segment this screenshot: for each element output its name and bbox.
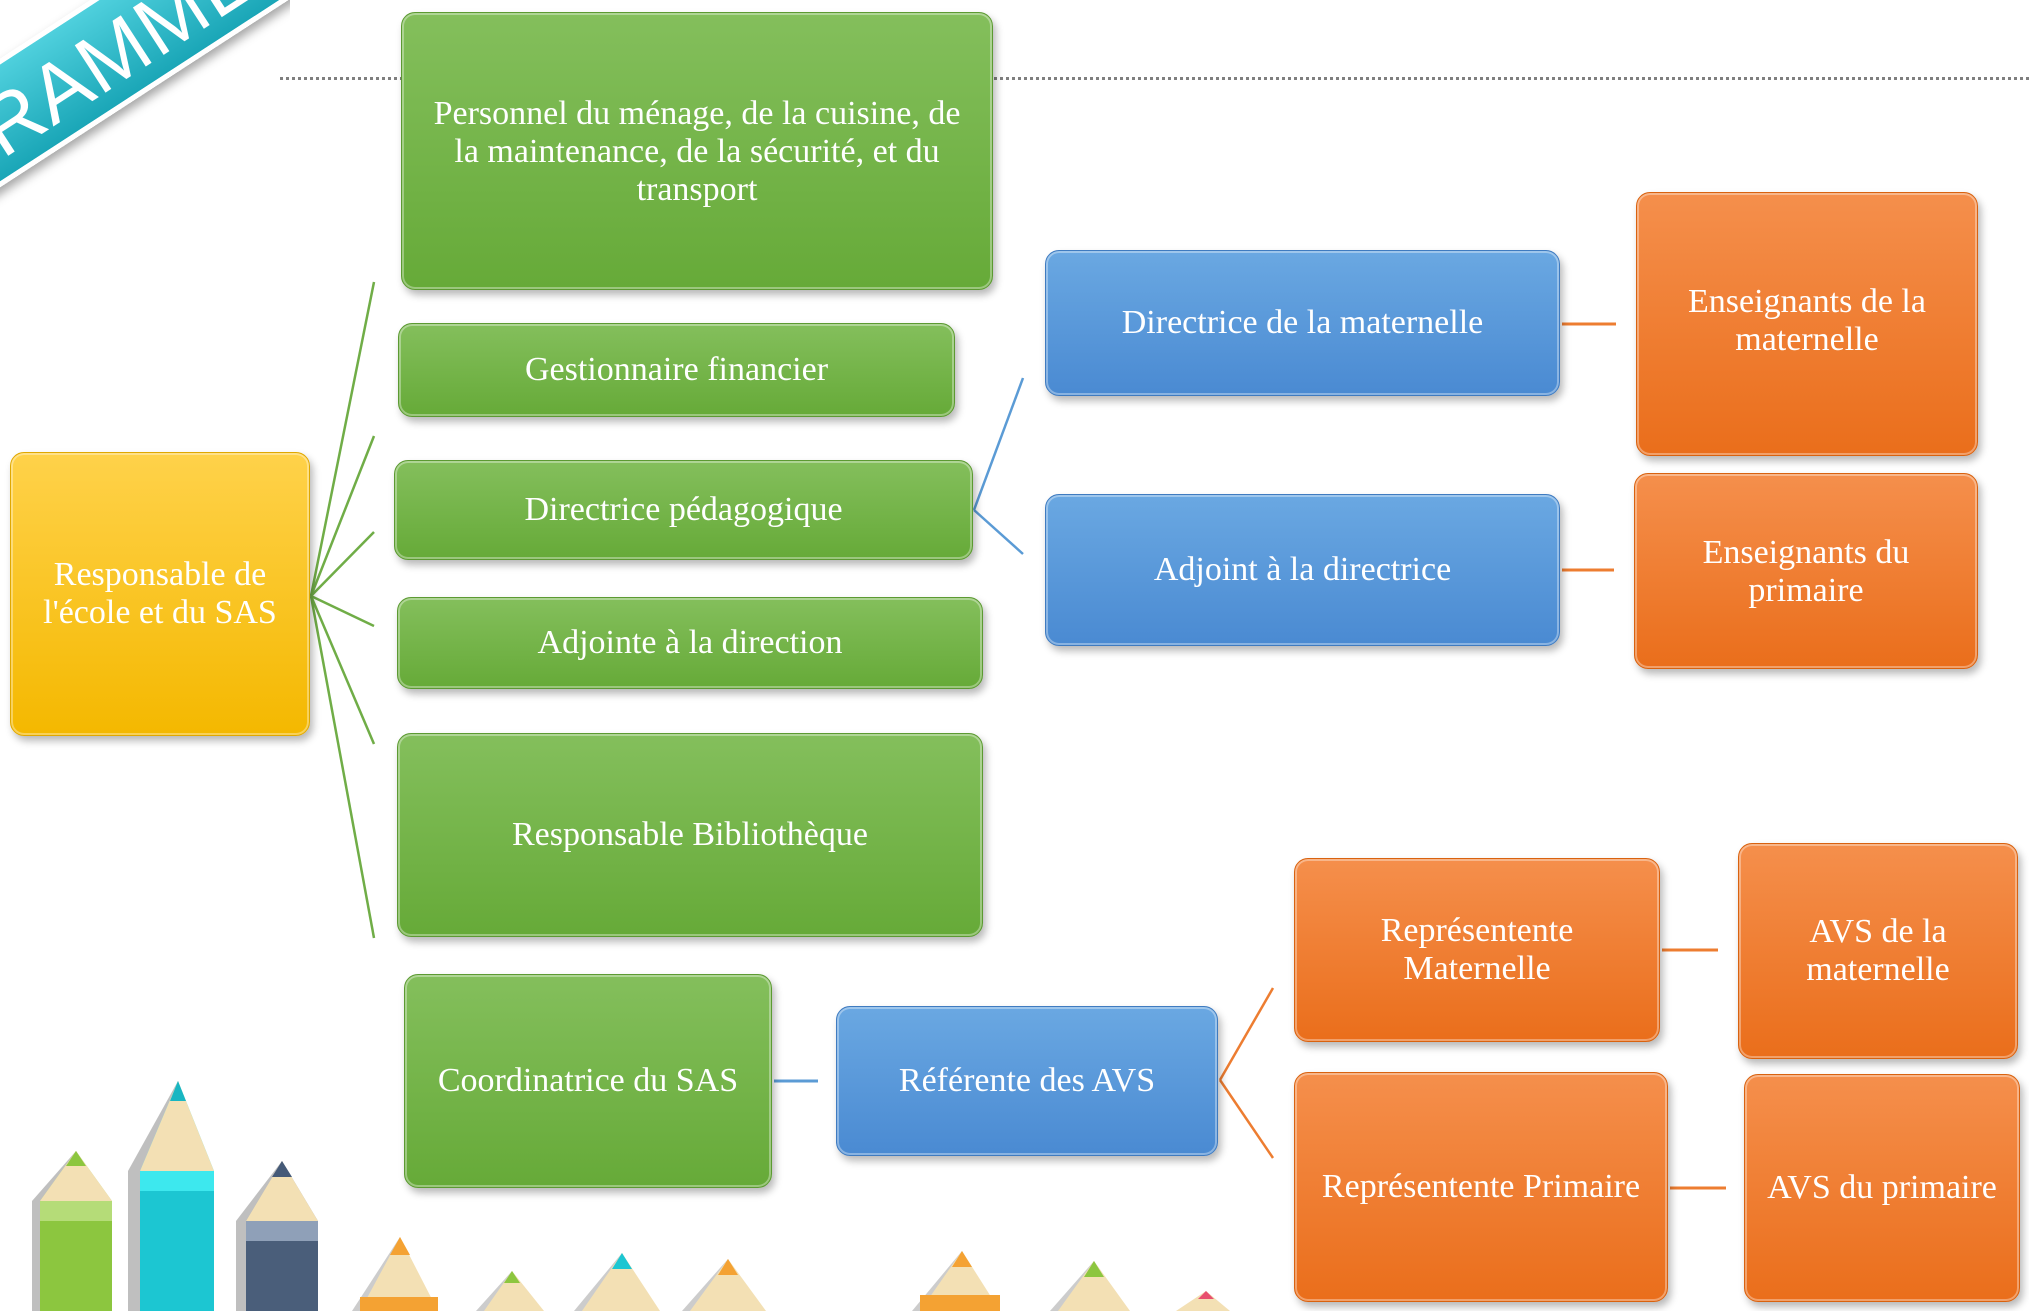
- pencil-icon: [1176, 1291, 1230, 1311]
- gestionnaire-node: Gestionnaire financier: [398, 323, 955, 417]
- menage-node: Personnel du ménage, de la cuisine, de l…: [401, 12, 993, 290]
- avs-primaire-label: AVS du primaire: [1767, 1169, 1997, 1206]
- avs-connectors: [1662, 948, 1726, 1190]
- enseignants-primaire-label: Enseignants du primaire: [1702, 534, 1910, 609]
- avs-primaire-node: AVS du primaire: [1744, 1074, 2020, 1302]
- avs-maternelle-label: AVS de la maternelle: [1806, 913, 1950, 988]
- adjoint-directrice-node: Adjoint à la directrice: [1045, 494, 1560, 646]
- pencil-icon: [1050, 1261, 1130, 1311]
- coordinatrice-node: Coordinatrice du SAS: [404, 974, 772, 1188]
- root-label: Responsable de l'école et du SAS: [43, 556, 277, 631]
- menage-label: Personnel du ménage, de la cuisine, de l…: [433, 95, 961, 208]
- pencil-icon: [32, 1151, 112, 1311]
- pencil-icon: [912, 1251, 1000, 1311]
- title-dotted-rule: [280, 77, 2029, 80]
- gestionnaire-label: Gestionnaire financier: [524, 351, 829, 388]
- pencil-icon: [476, 1271, 544, 1311]
- coordinatrice-label: Coordinatrice du SAS: [437, 1062, 739, 1099]
- referente-label: Référente des AVS: [898, 1062, 1156, 1099]
- bibliotheque-node: Responsable Bibliothèque: [397, 733, 983, 937]
- bibliotheque-label: Responsable Bibliothèque: [511, 816, 868, 853]
- pencil-icon: [236, 1161, 318, 1311]
- pencil-icon: [574, 1253, 660, 1311]
- root-connectors: [309, 281, 376, 939]
- rep-maternelle-node: Représentente Maternelle: [1294, 858, 1660, 1042]
- teacher-connectors: [1562, 322, 1616, 572]
- directrice-maternelle-label: Directrice de la maternelle: [1121, 304, 1484, 341]
- enseignants-maternelle-node: Enseignants de la maternelle: [1636, 192, 1978, 456]
- rep-primaire-label: Représentente Primaire: [1321, 1168, 1641, 1205]
- directrice-maternelle-node: Directrice de la maternelle: [1045, 250, 1560, 396]
- adjointe-direction-node: Adjointe à la direction: [397, 597, 983, 689]
- pedagogique-connectors: [972, 377, 1025, 555]
- enseignants-primaire-node: Enseignants du primaire: [1634, 473, 1978, 669]
- pencil-icon: [352, 1237, 438, 1311]
- pedagogique-label: Directrice pédagogique: [524, 491, 843, 528]
- referente-connectors: [1218, 987, 1275, 1159]
- rep-maternelle-label: Représentente Maternelle: [1380, 912, 1574, 987]
- rep-primaire-node: Représentente Primaire: [1294, 1072, 1668, 1302]
- referente-node: Référente des AVS: [836, 1006, 1218, 1156]
- pencils-decoration: [32, 1081, 1230, 1311]
- adjointe-direction-label: Adjointe à la direction: [537, 624, 843, 661]
- pedagogique-node: Directrice pédagogique: [394, 460, 973, 560]
- pencil-icon: [682, 1259, 766, 1311]
- root-node: Responsable de l'école et du SAS: [10, 452, 310, 736]
- adjoint-directrice-label: Adjoint à la directrice: [1153, 551, 1452, 588]
- pencil-icon: [128, 1081, 214, 1311]
- avs-maternelle-node: AVS de la maternelle: [1738, 843, 2018, 1059]
- enseignants-maternelle-label: Enseignants de la maternelle: [1688, 283, 1926, 358]
